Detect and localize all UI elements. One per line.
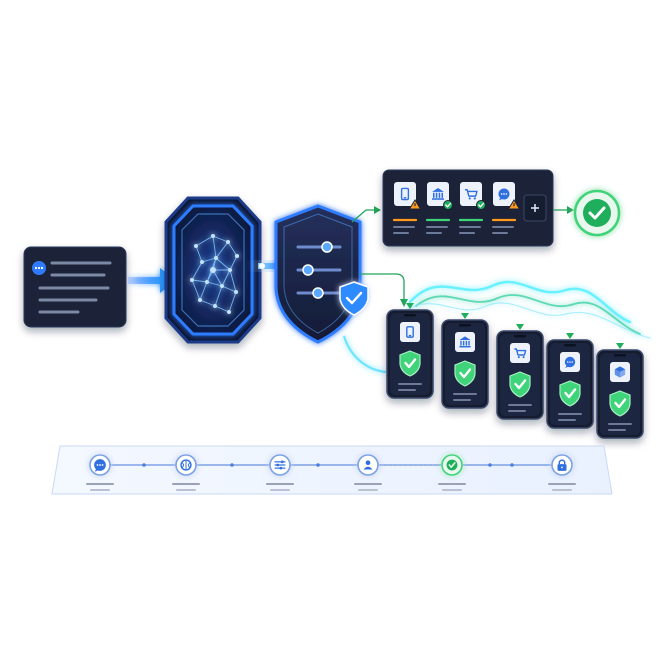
chat-bubble-icon [32, 261, 46, 275]
sliders-icon [274, 460, 286, 470]
warning-icon [408, 199, 422, 210]
shield-check-icon [509, 371, 531, 398]
timeline [51, 445, 613, 495]
message-lines [38, 261, 112, 314]
connector-to-result [553, 206, 574, 214]
device-phone [546, 339, 594, 429]
arrow-down-icon [461, 313, 469, 319]
device-phone [441, 319, 489, 409]
box-icon [614, 366, 626, 378]
bank-icon [432, 188, 444, 200]
check-badge-icon [476, 200, 486, 210]
timeline-step [438, 454, 466, 491]
shield-check-icon [454, 360, 476, 387]
shield-check-icon [609, 390, 631, 417]
shield-check-icon [559, 380, 581, 407]
check-icon [446, 459, 458, 471]
brain-icon [180, 459, 192, 471]
cart-icon [514, 348, 527, 359]
lower-branch-glow [342, 335, 387, 374]
processing-beam [258, 263, 284, 269]
summary-item [491, 182, 521, 234]
shield-check-icon [399, 350, 421, 377]
device-phone [386, 309, 434, 399]
timeline-step [86, 454, 114, 491]
summary-item [392, 182, 422, 234]
check-badge-icon [443, 200, 453, 210]
summary-item [425, 182, 453, 234]
policy-shield [274, 204, 362, 344]
timeline-step [172, 454, 200, 491]
timeline-step [354, 454, 382, 491]
timeline-step [548, 454, 576, 491]
timeline-dots [142, 463, 514, 467]
sliders-icon [296, 241, 342, 299]
timeline-step [266, 454, 294, 491]
shield-check-icon [339, 281, 369, 316]
chat-bubble-icon [498, 188, 510, 201]
device-phone [496, 330, 544, 420]
warning-icon [507, 199, 521, 210]
arrow-down-icon [406, 303, 414, 309]
phone-icon [406, 326, 414, 338]
add-button[interactable] [523, 194, 547, 222]
device-phone [596, 349, 644, 439]
arrow-down-icon [516, 324, 524, 330]
bank-icon [459, 336, 471, 348]
user-icon [363, 460, 373, 470]
cart-icon [465, 189, 478, 200]
energy-waves [403, 280, 651, 339]
connector-to-devices [360, 273, 408, 307]
neural-network-icon [190, 234, 239, 314]
summary-item [458, 182, 486, 234]
chat-bubble-icon [94, 459, 106, 472]
check-circle-icon [573, 189, 621, 237]
phone-icon [400, 187, 410, 201]
connector-to-summary [351, 206, 381, 223]
arrow-down-icon [616, 343, 624, 349]
lock-icon [557, 459, 567, 471]
arrow-down-icon [566, 333, 574, 339]
chat-bubble-icon [564, 356, 576, 368]
